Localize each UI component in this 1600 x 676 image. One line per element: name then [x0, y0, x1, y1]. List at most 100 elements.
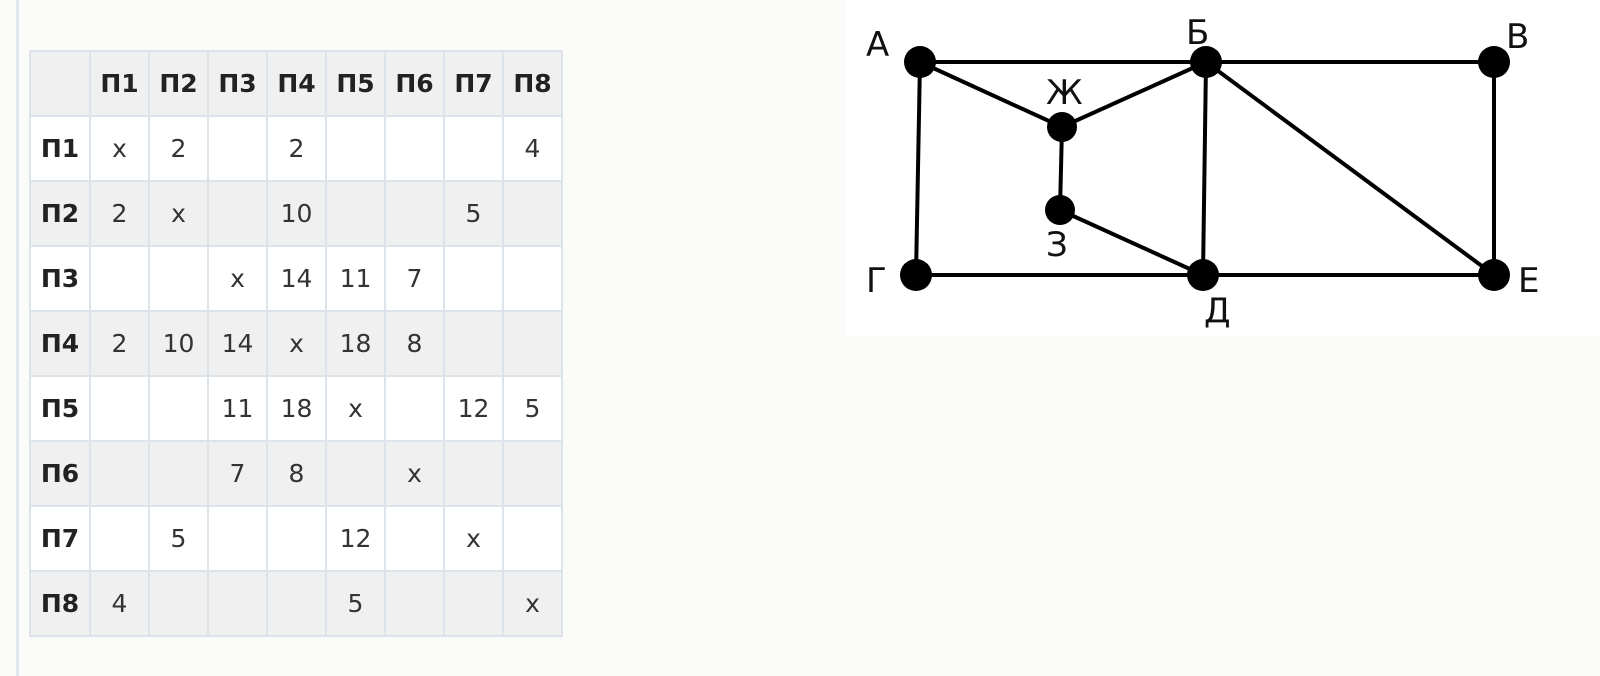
table-corner-cell [29, 50, 91, 117]
table-cell: x [325, 375, 386, 442]
table-cell [325, 180, 386, 247]
table-cell: 10 [148, 310, 209, 377]
table-cell: 2 [89, 310, 150, 377]
table-cell: x [89, 115, 150, 182]
table-cell: 4 [502, 115, 563, 182]
table-cell: x [443, 505, 504, 572]
table-cell [207, 115, 268, 182]
row-header: П1 [29, 115, 91, 182]
table-cell: 10 [266, 180, 327, 247]
table-cell [89, 440, 150, 507]
table-cell: 18 [266, 375, 327, 442]
column-header: П6 [384, 50, 445, 117]
table-cell [384, 505, 445, 572]
table-cell: 5 [148, 505, 209, 572]
column-header: П8 [502, 50, 563, 117]
table-cell [384, 180, 445, 247]
graph-edge [1061, 60, 1207, 129]
row-header: П8 [29, 570, 91, 637]
table-cell: 14 [266, 245, 327, 312]
table-cell: 7 [384, 245, 445, 312]
table-cell: x [148, 180, 209, 247]
graph-node-label: Е [1518, 261, 1539, 301]
table-cell: 5 [502, 375, 563, 442]
table-cell [89, 245, 150, 312]
table-cell [148, 375, 209, 442]
table-cell [266, 505, 327, 572]
column-header: П1 [89, 50, 150, 117]
graph-node-label: З [1046, 225, 1068, 265]
table-cell: x [266, 310, 327, 377]
table-cell [443, 245, 504, 312]
table-cell [325, 440, 386, 507]
graph-edge [1204, 60, 1496, 277]
graph-node-label: Б [1186, 13, 1209, 53]
graph-edge [1201, 61, 1208, 276]
table-row: П7 5 12 x [29, 505, 563, 572]
row-header: П3 [29, 245, 91, 312]
graph-node [1190, 46, 1222, 78]
table-cell: 5 [443, 180, 504, 247]
row-header: П6 [29, 440, 91, 507]
table-cell: 8 [266, 440, 327, 507]
graph-node-label: В [1506, 17, 1529, 57]
graph-node [1045, 195, 1075, 225]
column-header: П4 [266, 50, 327, 117]
graph-node [1047, 112, 1077, 142]
graph-node [1187, 259, 1219, 291]
table-cell [148, 245, 209, 312]
table-cell [89, 375, 150, 442]
table-cell [384, 375, 445, 442]
table-cell: x [502, 570, 563, 637]
table-cell: 12 [325, 505, 386, 572]
table-cell: 4 [89, 570, 150, 637]
graph-edge [919, 60, 1063, 129]
table-cell [502, 440, 563, 507]
table-cell: 2 [89, 180, 150, 247]
graph-node [1478, 46, 1510, 78]
graph-node-label: Г [866, 261, 887, 301]
table-cell [266, 570, 327, 637]
column-header: П7 [443, 50, 504, 117]
graph-edge [1059, 208, 1204, 277]
graph-node-label: А [866, 25, 889, 65]
row-header: П7 [29, 505, 91, 572]
table-cell [443, 310, 504, 377]
left-border-rule [16, 0, 19, 676]
table-cell: 7 [207, 440, 268, 507]
graph-edge [914, 61, 922, 276]
table-cell [89, 505, 150, 572]
table-cell [443, 570, 504, 637]
column-header: П5 [325, 50, 386, 117]
table-cell [148, 570, 209, 637]
table-cell [325, 115, 386, 182]
row-header: П2 [29, 180, 91, 247]
table-cell [443, 115, 504, 182]
column-header: П2 [148, 50, 209, 117]
table-cell [207, 180, 268, 247]
row-header: П4 [29, 310, 91, 377]
table-cell [384, 115, 445, 182]
graph-node [1478, 259, 1510, 291]
graph-node [904, 46, 936, 78]
table-cell: 2 [266, 115, 327, 182]
table-cell: x [384, 440, 445, 507]
table-cell [502, 505, 563, 572]
table-cell [207, 505, 268, 572]
table-cell: 12 [443, 375, 504, 442]
table-cell: 5 [325, 570, 386, 637]
table-cell: 14 [207, 310, 268, 377]
